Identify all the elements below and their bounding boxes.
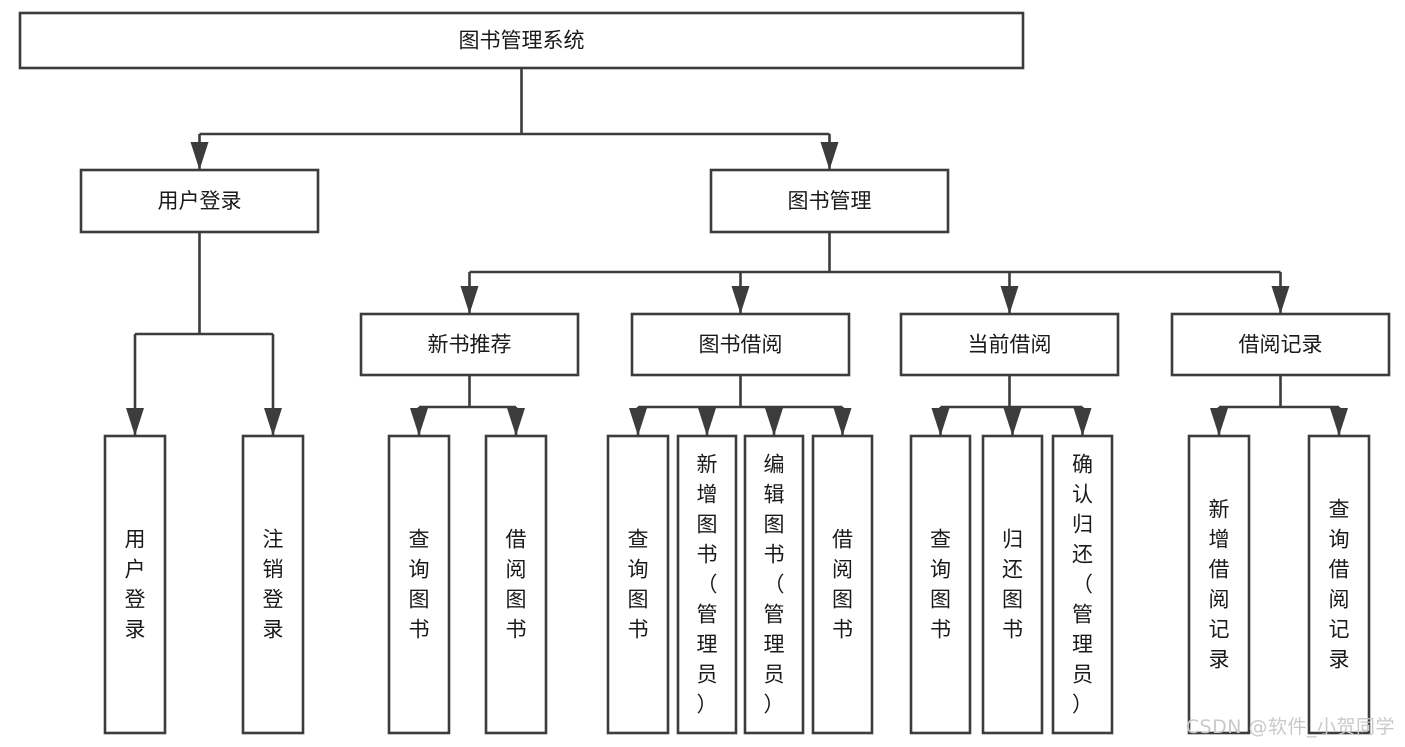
node-label: 新书推荐 — [428, 333, 512, 357]
node-box — [1170, 312, 1391, 377]
node-label: 编辑图书（管理员） — [764, 453, 785, 717]
node-box — [811, 434, 874, 735]
node-leaf-add-borrow-record[interactable]: 新增借阅记录 — [1187, 434, 1251, 735]
node-box — [18, 11, 1025, 70]
arrow-head-icon — [460, 286, 479, 314]
node-label: 借阅图书 — [832, 528, 853, 642]
node-leaf-confirm-return[interactable]: 确认归还（管理员） — [1051, 434, 1114, 735]
node-box — [387, 434, 451, 735]
node-box — [606, 434, 670, 735]
node-leaf-query-book-borrow[interactable]: 查询图书 — [606, 434, 670, 735]
node-leaf-query-borrow-record[interactable]: 查询借阅记录 — [1307, 434, 1371, 735]
node-box — [899, 312, 1120, 377]
node-root[interactable]: 图书管理系统 — [18, 11, 1025, 70]
node-label: 图书借阅 — [699, 333, 783, 357]
node-label: 查询借阅记录 — [1329, 498, 1350, 672]
arrow-head-icon — [698, 408, 716, 436]
arrow-head-icon — [833, 408, 852, 436]
node-borrow-record[interactable]: 借阅记录 — [1170, 312, 1391, 377]
node-label: 查询图书 — [930, 528, 951, 642]
node-label: 注销登录 — [263, 528, 284, 642]
arrow-head-icon — [1330, 408, 1348, 436]
node-label: 当前借阅 — [968, 333, 1052, 357]
node-box — [103, 434, 167, 735]
node-label: 新增借阅记录 — [1209, 498, 1230, 672]
node-label: 归还图书 — [1002, 528, 1023, 642]
node-layer: 图书管理系统用户登录图书管理新书推荐图书借阅当前借阅借阅记录用户登录注销登录查询… — [18, 11, 1391, 735]
node-leaf-query-book-recommend[interactable]: 查询图书 — [387, 434, 451, 735]
arrow-head-icon — [1073, 408, 1092, 436]
node-leaf-query-book-current[interactable]: 查询图书 — [909, 434, 972, 735]
node-label: 新增图书（管理员） — [697, 453, 718, 717]
node-box — [484, 434, 548, 735]
node-label: 查询图书 — [409, 528, 430, 642]
node-leaf-user-logout[interactable]: 注销登录 — [241, 434, 305, 735]
node-label: 确认归还（管理员） — [1072, 453, 1093, 717]
node-box — [1307, 434, 1371, 735]
node-label: 图书管理系统 — [459, 29, 585, 53]
node-box — [241, 434, 305, 735]
arrow-head-icon — [731, 286, 750, 314]
node-box — [79, 168, 320, 234]
node-leaf-edit-book[interactable]: 编辑图书（管理员） — [743, 434, 805, 735]
arrow-head-icon — [126, 408, 144, 436]
node-box — [359, 312, 580, 377]
node-label: 借阅图书 — [506, 528, 527, 642]
node-leaf-add-book[interactable]: 新增图书（管理员） — [676, 434, 738, 735]
node-book-borrow[interactable]: 图书借阅 — [630, 312, 851, 377]
node-box — [709, 168, 950, 234]
node-box — [909, 434, 972, 735]
node-book-manage[interactable]: 图书管理 — [709, 168, 950, 234]
arrow-head-icon — [1271, 286, 1290, 314]
node-box — [981, 434, 1044, 735]
arrow-head-icon — [765, 408, 783, 436]
node-leaf-user-login[interactable]: 用户登录 — [103, 434, 167, 735]
node-current-borrow[interactable]: 当前借阅 — [899, 312, 1120, 377]
node-user-login[interactable]: 用户登录 — [79, 168, 320, 234]
node-box — [676, 434, 738, 735]
arrow-head-icon — [1000, 286, 1019, 314]
node-box — [1051, 434, 1114, 735]
arrow-head-icon — [1210, 408, 1228, 436]
arrow-head-icon — [507, 408, 525, 436]
arrow-head-icon — [410, 408, 428, 436]
node-box — [1187, 434, 1251, 735]
node-leaf-return-book[interactable]: 归还图书 — [981, 434, 1044, 735]
arrow-head-icon — [820, 142, 839, 170]
node-label: 借阅记录 — [1239, 333, 1323, 357]
arrow-head-icon — [1003, 408, 1022, 436]
arrow-head-icon — [629, 408, 647, 436]
arrow-head-icon — [190, 142, 209, 170]
node-label: 用户登录 — [158, 189, 242, 213]
node-label: 查询图书 — [628, 528, 649, 642]
node-label: 用户登录 — [125, 528, 146, 642]
node-label: 图书管理 — [788, 189, 872, 213]
node-box — [630, 312, 851, 377]
node-box — [743, 434, 805, 735]
arrow-head-icon — [264, 408, 282, 436]
node-leaf-borrow-book-recommend[interactable]: 借阅图书 — [484, 434, 548, 735]
node-new-book-recommend[interactable]: 新书推荐 — [359, 312, 580, 377]
arrow-head-icon — [931, 408, 950, 436]
connector-layer — [126, 68, 1348, 436]
node-leaf-borrow-book[interactable]: 借阅图书 — [811, 434, 874, 735]
